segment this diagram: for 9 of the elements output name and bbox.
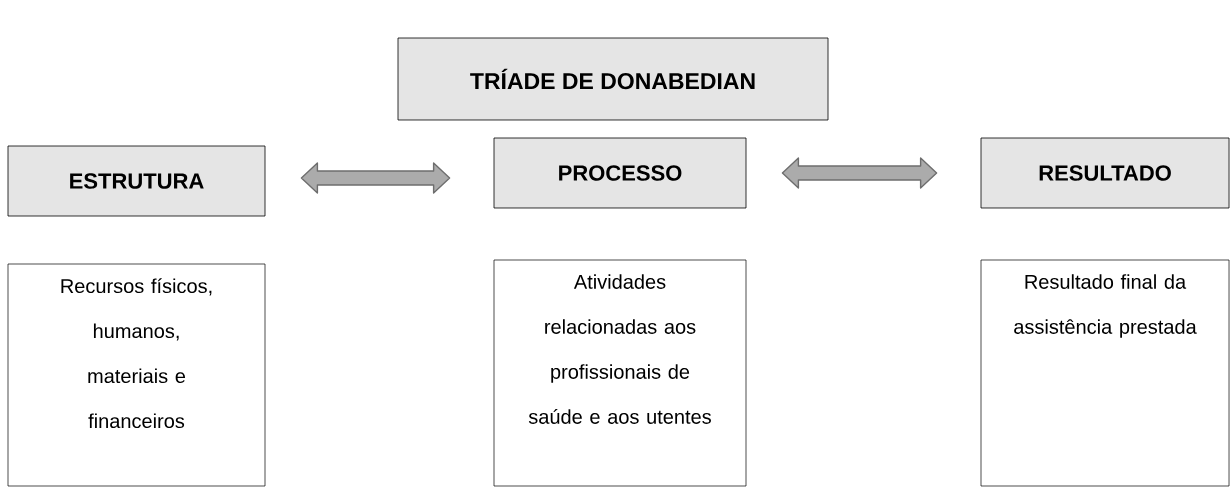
double-arrow <box>781 157 938 189</box>
double-arrow <box>300 162 451 194</box>
description-box: Atividades relacionadas aos profissionais de saúde e aos utentes <box>493 259 747 487</box>
heading-box: ESTRUTURA <box>7 145 266 217</box>
heading-box: PROCESSO <box>493 137 747 209</box>
description-box: Resultado final da assistência prestada <box>980 259 1230 487</box>
description-box: Recursos físicos, humanos, materiais e financeiros <box>7 263 266 487</box>
heading-box: RESULTADO <box>980 137 1230 209</box>
title-box: TRÍADE DE DONABEDIAN <box>397 37 829 121</box>
